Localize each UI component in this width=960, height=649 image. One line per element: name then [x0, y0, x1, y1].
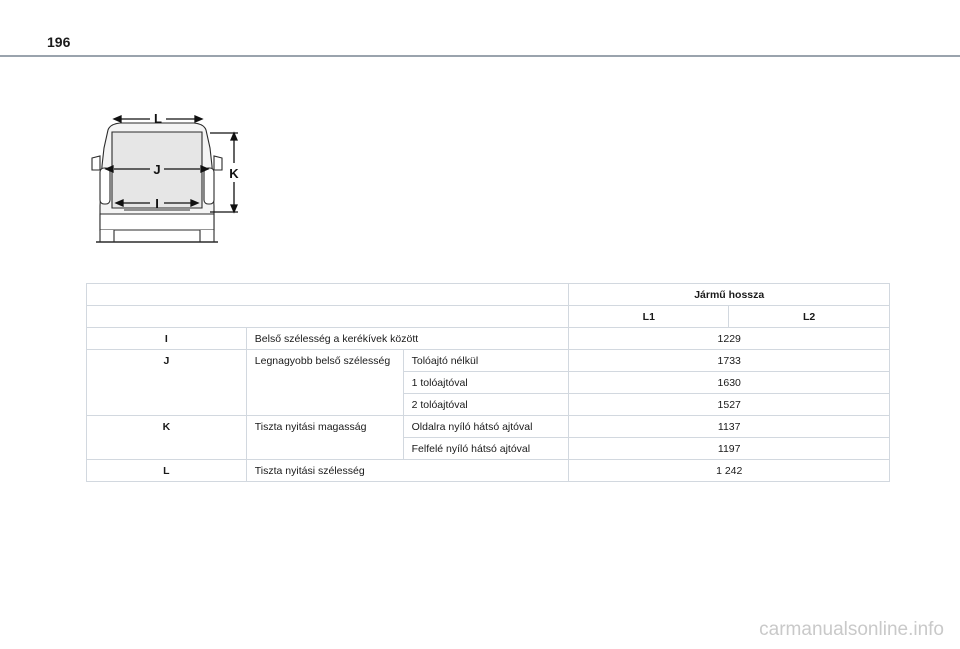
dimension-label-J: J — [153, 162, 160, 177]
table-row: J Legnagyobb belső szélesség Tolóajtó né… — [86, 349, 890, 416]
row-key-i: I — [86, 327, 247, 350]
table-row: K Tiszta nyitási magasság Oldalra nyíló … — [86, 415, 890, 460]
row-key-j: J — [86, 349, 247, 416]
sub-value-j-1: 1733 — [568, 349, 890, 372]
sub-label-j-1: Tolóajtó nélkül — [402, 349, 570, 372]
watermark: carmanualsonline.info — [759, 619, 944, 640]
dimension-label-L: L — [154, 111, 162, 126]
header-divider — [0, 55, 960, 57]
table-row: L Tiszta nyitási szélesség 1 242 — [86, 459, 890, 482]
sub-label-k-2: Felfelé nyíló hátsó ajtóval — [402, 437, 570, 460]
sub-label-j-3: 2 tolóajtóval — [402, 393, 570, 416]
sub-value-k-1: 1137 — [568, 415, 890, 438]
table-row: 2 tolóajtóval 1527 — [87, 393, 890, 416]
row-key-k: K — [86, 415, 247, 460]
sub-value-j-3: 1527 — [568, 393, 890, 416]
van-rear-illustration: L J I K — [91, 111, 239, 243]
dimensions-table: Jármű hossza L1 L2 I Belső szélesség a k… — [85, 283, 890, 482]
table-row: Felfelé nyíló hátsó ajtóval 1197 — [87, 437, 890, 460]
sub-label-k-1: Oldalra nyíló hátsó ajtóval — [402, 415, 570, 438]
column-l1: L1 — [568, 305, 730, 328]
sub-value-k-2: 1197 — [568, 437, 890, 460]
table-row: I Belső szélesség a kerékívek között 122… — [86, 327, 890, 350]
column-l2: L2 — [728, 305, 890, 328]
dimension-label-K: K — [229, 166, 239, 181]
vehicle-length-header: Jármű hossza — [568, 283, 890, 306]
sub-value-j-2: 1630 — [568, 371, 890, 394]
row-label-j: Legnagyobb belső szélesség — [245, 349, 404, 416]
row-value-l: 1 242 — [568, 459, 890, 482]
row-value-i: 1229 — [568, 327, 890, 350]
row-label-l: Tiszta nyitási szélesség — [245, 459, 570, 482]
page-number: 196 — [47, 34, 71, 50]
row-label-k: Tiszta nyitási magasság — [245, 415, 404, 460]
row-key-l: L — [86, 459, 247, 482]
table-subheader-row: L1 L2 — [85, 305, 890, 328]
row-label-i: Belső szélesség a kerékívek között — [245, 327, 570, 350]
van-rear-dimension-diagram: L J I K — [84, 108, 254, 248]
dimension-label-I: I — [155, 196, 159, 211]
sub-label-j-2: 1 tolóajtóval — [402, 371, 570, 394]
table-header-row: Jármű hossza — [85, 283, 890, 306]
